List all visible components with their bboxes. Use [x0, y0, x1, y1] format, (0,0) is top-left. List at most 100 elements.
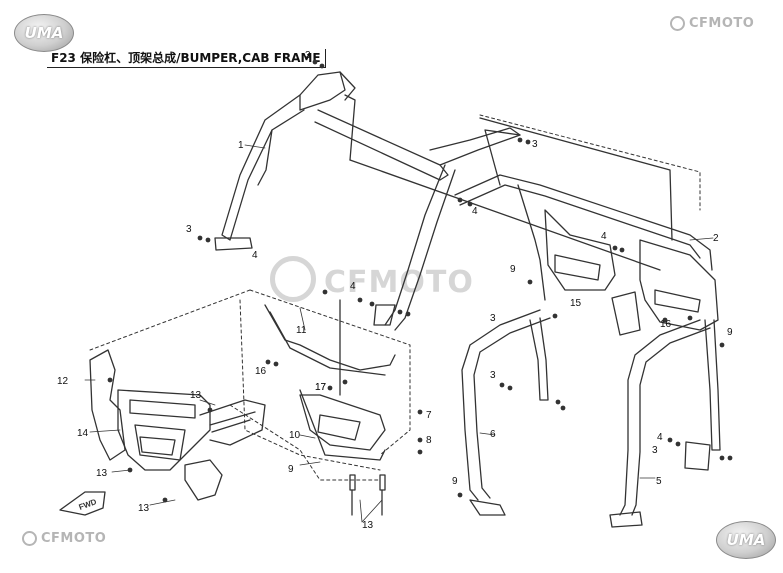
callout-number: 3: [652, 445, 658, 456]
bolt-icon: [322, 289, 328, 295]
bolt-icon: [719, 455, 725, 461]
callout-number: 17: [315, 382, 327, 393]
bolt-icon: [525, 139, 531, 145]
callout-labels: 1233333344444567899991011121313131314151…: [57, 50, 733, 531]
callout-number: 17: [315, 382, 327, 393]
bolt-icon: [107, 377, 113, 383]
cfmoto-ring-icon: [670, 16, 685, 31]
bolt-icon: [417, 409, 423, 415]
callout-number: 16: [660, 319, 672, 330]
cfmoto-watermark-text: CFMOTO: [324, 265, 474, 300]
side-bar-5: [609, 319, 721, 528]
callout-number: 2: [713, 233, 719, 244]
cfmoto-watermark: CFMOTO: [270, 256, 474, 302]
bolt-icon: [319, 63, 325, 69]
callout-number: 3: [532, 139, 538, 150]
callout-number: 15: [570, 298, 582, 309]
callout-number: 5: [656, 476, 662, 487]
fwd-label: FWD: [78, 497, 98, 512]
uma-logo-top: UMA: [14, 14, 74, 52]
callout-number: 4: [601, 231, 607, 242]
fastener-hardware: [107, 59, 733, 503]
callout-number: 13: [190, 390, 202, 401]
callout-number: 4: [350, 281, 356, 292]
bolt-icon: [273, 361, 279, 367]
callout-number: 4: [657, 432, 663, 443]
bolt-icon: [719, 342, 725, 348]
callout-number: 1: [238, 140, 244, 151]
bolt-icon: [327, 385, 333, 391]
callout-number: 9: [727, 327, 733, 338]
callout-number: 13: [138, 503, 150, 514]
bolt-icon: [667, 437, 673, 443]
callout-number: 8: [426, 435, 432, 446]
bolt-icon: [499, 382, 505, 388]
bolt-icon: [507, 385, 513, 391]
cfmoto-logo-text-bottom: CFMOTO: [41, 531, 107, 546]
callout-number: 9: [452, 476, 458, 487]
bolt-icon: [405, 311, 411, 317]
cfmoto-logo-top: CFMOTO: [670, 16, 754, 31]
bolt-icon: [265, 359, 271, 365]
bolt-icon: [312, 59, 318, 65]
uma-logo-bottom: UMA: [716, 521, 776, 559]
diagram-title: F23 保险杠、顶架总成/BUMPER,CAB FRAME: [47, 49, 326, 68]
cfmoto-logo-text-top: CFMOTO: [689, 16, 755, 31]
cfmoto-ring-icon-bottom: [22, 531, 37, 546]
callout-number: 6: [490, 429, 496, 440]
cfmoto-watermark-ring-icon: [270, 256, 316, 302]
bolt-icon: [467, 201, 473, 207]
callout-leader-lines: [84, 144, 714, 523]
cab-frame-upper-rear: [214, 71, 521, 331]
bolt-icon: [687, 315, 693, 321]
callout-number: 4: [472, 206, 478, 217]
callout-number: 9: [288, 464, 294, 475]
cab-frame-upper-front: [344, 94, 719, 336]
callout-number: 14: [77, 428, 89, 439]
bolt-icon: [619, 247, 625, 253]
bolt-icon: [417, 437, 423, 443]
bolt-icon: [675, 441, 681, 447]
callout-number: 3: [305, 50, 311, 61]
bolt-icon: [205, 237, 211, 243]
callout-number: 11: [296, 325, 307, 336]
bolt-icon: [457, 197, 463, 203]
bolt-icon: [369, 301, 375, 307]
bolt-icon: [560, 405, 566, 411]
callout-number: 13: [362, 520, 374, 531]
bolt-icon: [527, 279, 533, 285]
bolt-icon: [397, 309, 403, 315]
bolt-icon: [612, 245, 618, 251]
bolt-icon: [127, 467, 133, 473]
callout-number: 3: [490, 370, 496, 381]
callout-number: 9: [510, 264, 516, 275]
fwd-arrow-icon: [59, 491, 106, 516]
callout-number: 7: [426, 410, 432, 421]
bolt-icon: [342, 379, 348, 385]
front-bumper: [89, 349, 266, 501]
bolt-icon: [162, 497, 168, 503]
exploded-guide-lines: [89, 114, 701, 481]
bolt-icon: [727, 455, 733, 461]
callout-number: 12: [57, 376, 69, 387]
cfmoto-logo-bottom: CFMOTO: [22, 531, 106, 546]
bolt-icon: [662, 317, 668, 323]
bolt-icon: [207, 407, 213, 413]
bolt-icon: [417, 449, 423, 455]
bolt-icon: [517, 137, 523, 143]
bolt-icon: [357, 297, 363, 303]
bolt-icon: [555, 399, 561, 405]
bolt-icon: [552, 313, 558, 319]
bumper-bracket-assembly: [264, 299, 396, 516]
bolt-icon: [457, 492, 463, 498]
callout-number: 4: [252, 250, 258, 261]
callout-number: 16: [255, 366, 267, 377]
callout-number: 3: [186, 224, 192, 235]
callout-number: 10: [289, 430, 301, 441]
side-bar-6: [461, 309, 551, 516]
callout-number: 3: [490, 313, 496, 324]
bolt-icon: [197, 235, 203, 241]
callout-number: 13: [96, 468, 108, 479]
